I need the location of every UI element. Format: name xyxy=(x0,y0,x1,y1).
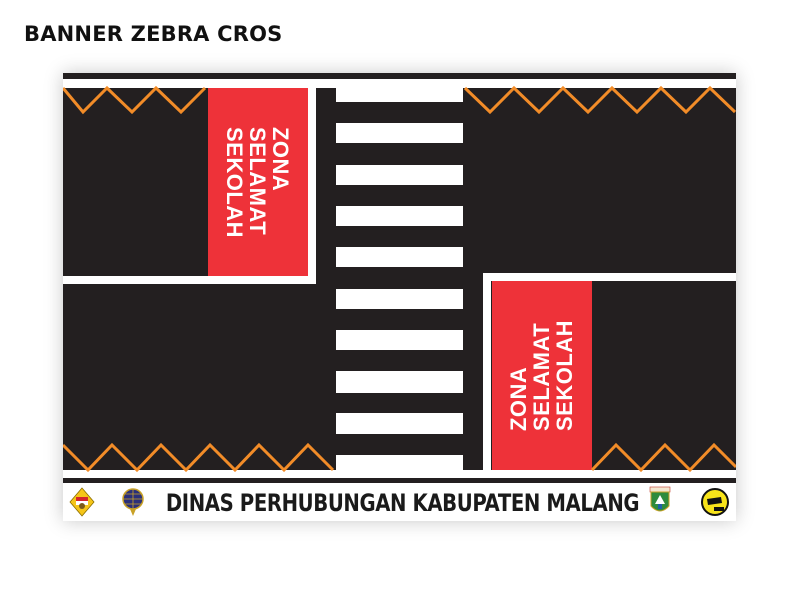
zebra-cross-banner: ZONA SELAMAT SEKOLAH ZONA SELAMAT SEKOLA… xyxy=(63,73,736,521)
agency-name: DINAS PERHUBUNGAN KABUPATEN MALANG xyxy=(165,489,640,517)
provincial-emblem-icon xyxy=(69,487,95,517)
school-zone-text: ZONA SELAMAT SEKOLAH xyxy=(506,319,578,432)
zebra-stripes xyxy=(336,88,463,470)
road-safety-badge-icon xyxy=(701,488,729,516)
school-zone-sign-top-left: ZONA SELAMAT SEKOLAH xyxy=(208,88,308,276)
kabupaten-malang-emblem-icon xyxy=(649,486,671,512)
school-zone-sign-bottom-right: ZONA SELAMAT SEKOLAH xyxy=(492,281,592,470)
page-title: BANNER ZEBRA CROS xyxy=(24,22,283,46)
school-zone-text: ZONA SELAMAT SEKOLAH xyxy=(222,126,294,238)
road-artwork xyxy=(63,73,736,483)
zigzag-borders xyxy=(63,85,736,473)
ministry-transport-globe-icon xyxy=(122,488,144,516)
